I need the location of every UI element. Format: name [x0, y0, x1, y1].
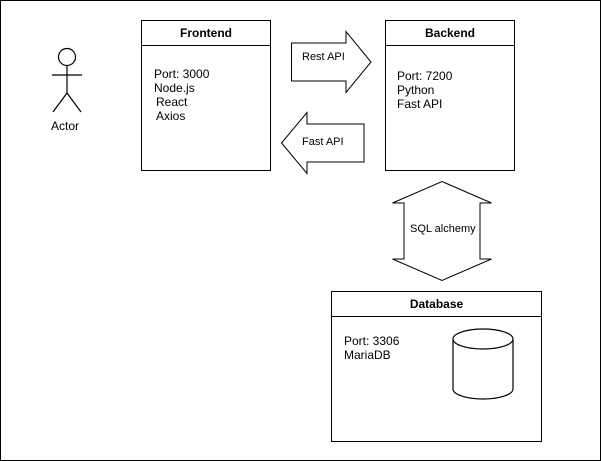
frontend-details: Port: 3000 Node.js React Axios — [154, 67, 209, 123]
frontend-http-client: Axios — [156, 109, 186, 123]
backend-details: Port: 7200 Python Fast API — [397, 69, 452, 111]
database-box[interactable]: Database Port: 3306 MariaDB — [331, 291, 542, 442]
backend-language: Python — [397, 83, 435, 97]
rest-api-label: Rest API — [302, 51, 345, 63]
frontend-framework: React — [156, 95, 188, 109]
actor-icon[interactable] — [47, 46, 87, 116]
database-cylinder-icon — [452, 328, 514, 400]
fast-api-arrow[interactable] — [280, 111, 365, 175]
frontend-port: Port: 3000 — [154, 67, 210, 81]
frontend-runtime: Node.js — [154, 81, 195, 95]
actor-label: Actor — [51, 119, 80, 133]
backend-framework: Fast API — [397, 97, 443, 111]
database-engine: MariaDB — [344, 348, 391, 362]
backend-port: Port: 7200 — [397, 69, 453, 83]
rest-api-arrow[interactable] — [291, 30, 373, 94]
frontend-title: Frontend — [142, 21, 270, 46]
backend-title: Backend — [386, 21, 514, 46]
database-title: Database — [332, 292, 541, 317]
frontend-box[interactable]: Frontend Port: 3000 Node.js React Axios — [141, 20, 271, 171]
backend-box[interactable]: Backend Port: 7200 Python Fast API — [385, 20, 515, 171]
sql-alchemy-label: SQL alchemy — [410, 223, 476, 235]
database-port: Port: 3306 — [344, 334, 400, 348]
fast-api-label: Fast API — [302, 136, 344, 148]
database-details: Port: 3306 MariaDB — [344, 334, 399, 362]
sql-alchemy-arrow[interactable] — [391, 180, 493, 282]
